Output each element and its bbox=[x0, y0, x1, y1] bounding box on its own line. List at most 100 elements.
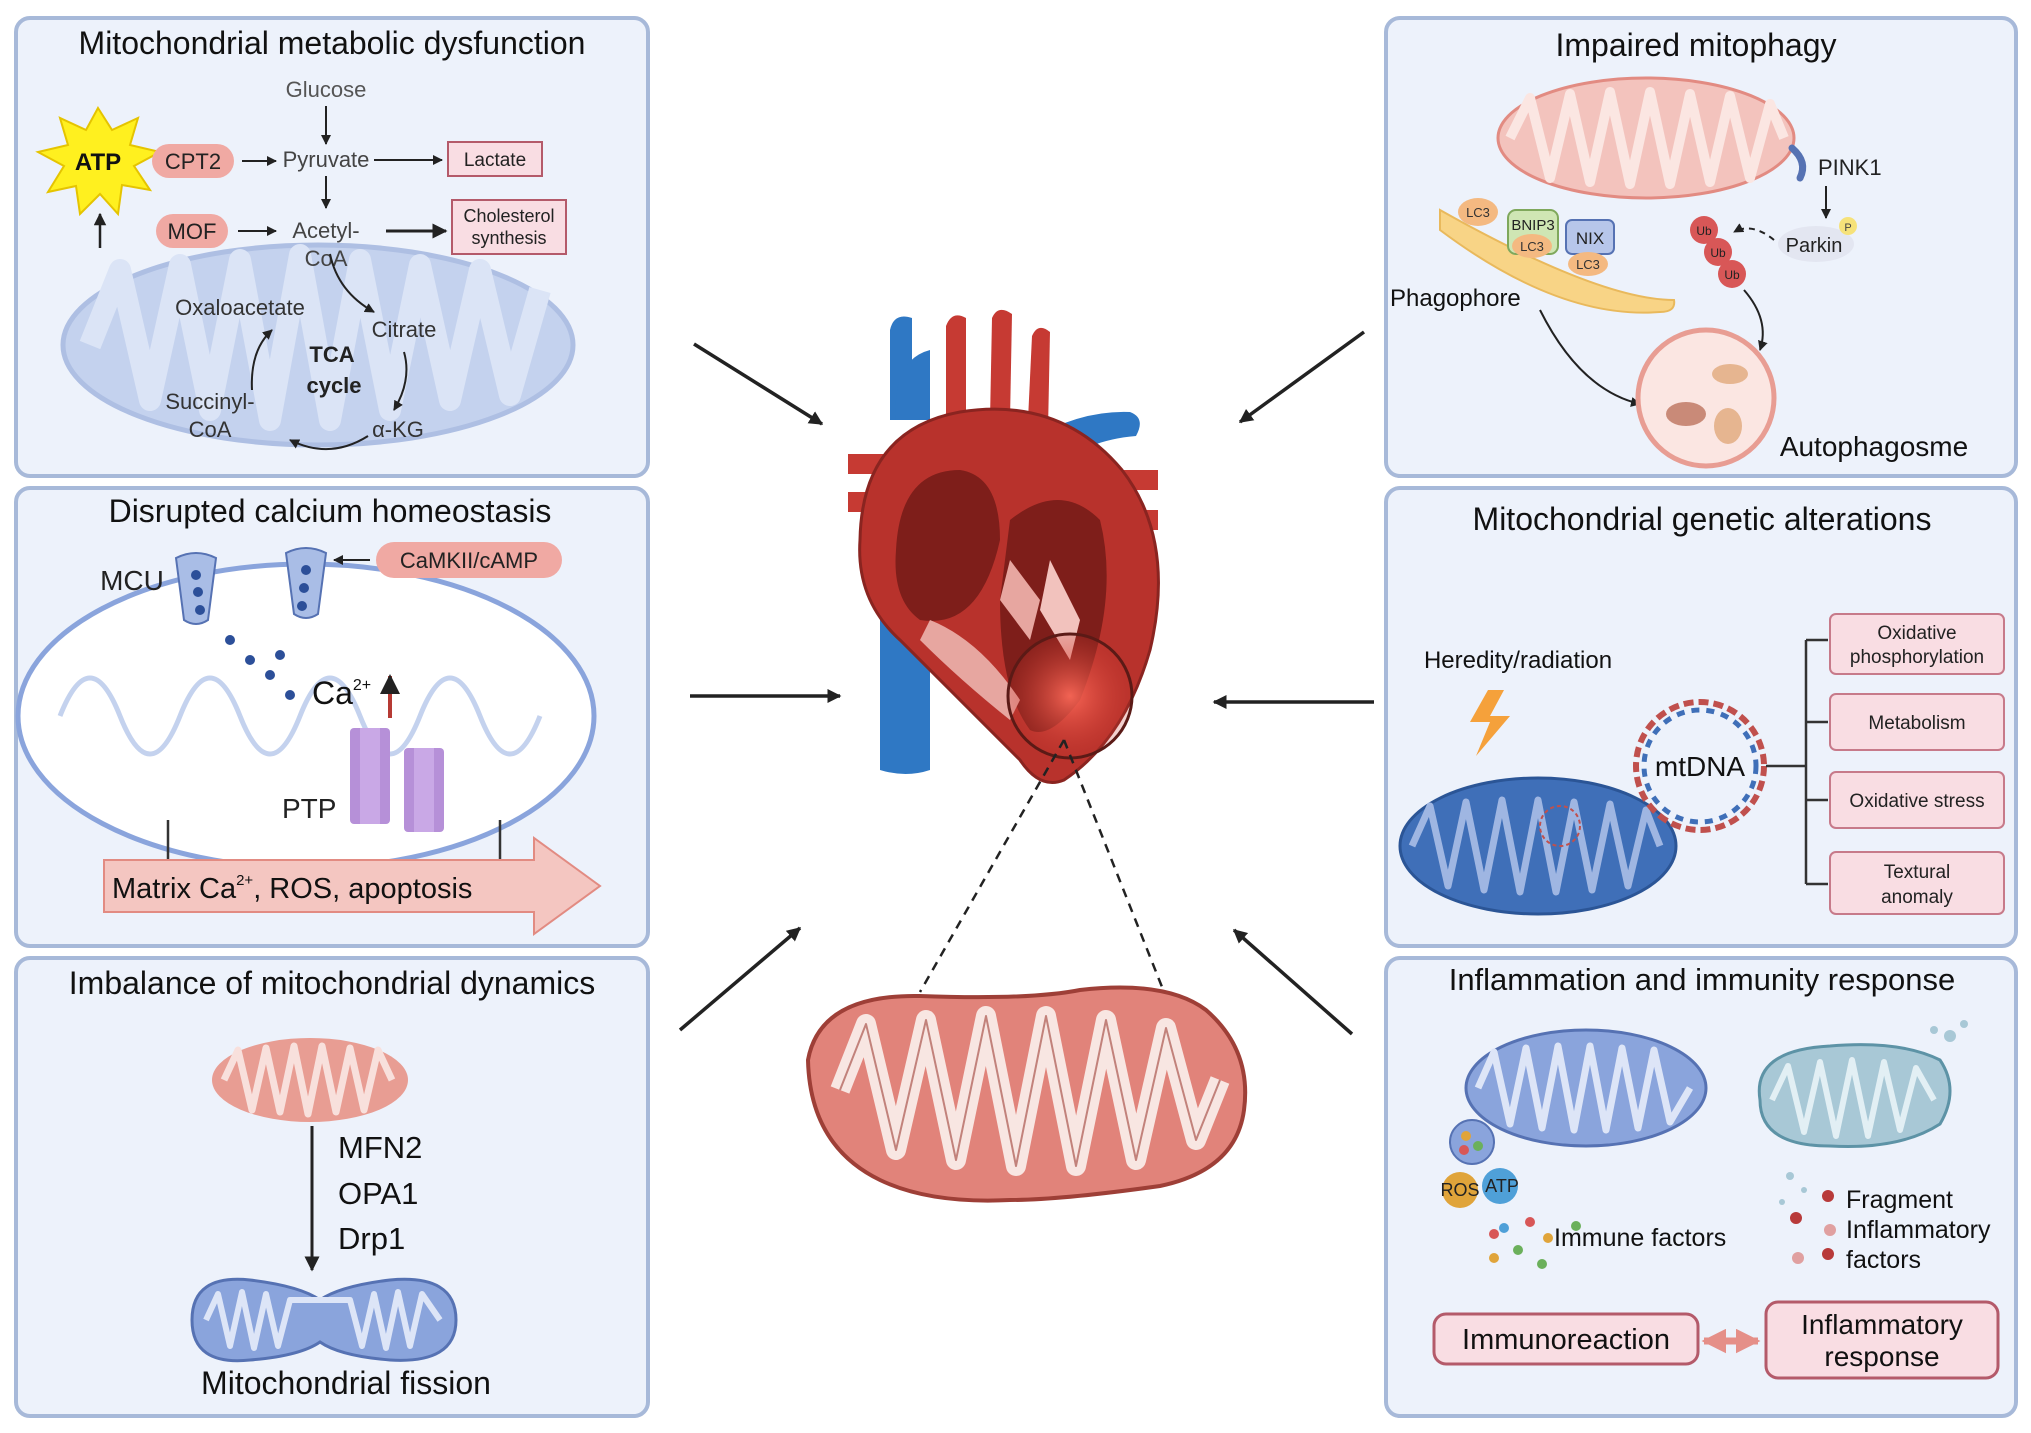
textural-anomaly-box bbox=[1829, 851, 2005, 915]
svg-text:Ub: Ub bbox=[1724, 268, 1740, 282]
panel-title: Impaired mitophagy bbox=[1555, 27, 1836, 63]
zoom-line-left bbox=[918, 739, 1066, 993]
immunoreaction-label: Immunoreaction bbox=[1462, 1324, 1670, 1356]
bnip3-label: BNIP3 bbox=[1511, 217, 1554, 234]
svg-text:LC3: LC3 bbox=[1466, 205, 1490, 220]
panel-title: Inflammation and immunity response bbox=[1449, 962, 1956, 997]
arrow-from-inflammation bbox=[1232, 928, 1354, 1036]
inflammatory-factors-label: Inflammatory bbox=[1846, 1216, 1991, 1244]
mitochondrion-red-icon bbox=[1496, 76, 1796, 200]
pink1-label: PINK1 bbox=[1818, 155, 1882, 180]
opa1-label: OPA1 bbox=[338, 1176, 418, 1211]
cpt2-pill bbox=[152, 144, 234, 178]
oxidative-stress-label: Oxidative stress bbox=[1849, 791, 1984, 812]
autophagosome-label: Autophagosme bbox=[1780, 431, 1968, 462]
mitochondrion-blue-icon bbox=[1398, 776, 1678, 916]
panel-inflammation-immunity: Inflammation and immunity response ROS A… bbox=[1384, 956, 2018, 1418]
ptp-label: PTP bbox=[282, 793, 336, 824]
matrix-arrow-icon bbox=[103, 836, 602, 936]
drp1-label: Drp1 bbox=[338, 1221, 405, 1256]
nix-label: NIX bbox=[1576, 229, 1604, 248]
panel-impaired-mitophagy: Impaired mitophagy PINK1 Parkin P Ub Ub … bbox=[1384, 16, 2018, 478]
inflammatory-response-label-2: response bbox=[1824, 1341, 1939, 1372]
mitochondrion-icon bbox=[60, 242, 576, 448]
tca-label: TCA bbox=[309, 342, 354, 367]
svg-text:Ub: Ub bbox=[1710, 246, 1726, 260]
mcu-label: MCU bbox=[100, 565, 164, 596]
heredity-label: Heredity/radiation bbox=[1424, 647, 1612, 674]
oxidative-stress-box bbox=[1829, 771, 2005, 829]
oxphos-box bbox=[1829, 613, 2005, 675]
mitochondrion-fission-icon bbox=[190, 1277, 458, 1363]
panel-title: Imbalance of mitochondrial dynamics bbox=[69, 965, 595, 1001]
phagophore-icon bbox=[1439, 208, 1676, 314]
cholesterol-box bbox=[451, 199, 567, 255]
highlight-circle-icon bbox=[1006, 632, 1134, 760]
inflammatory-factor-dots-icon bbox=[1790, 1190, 1836, 1264]
zoom-line-right bbox=[1062, 739, 1166, 993]
cholesterol-label-2: synthesis bbox=[471, 228, 546, 248]
atp-starburst-icon bbox=[35, 106, 163, 217]
lc3-icon bbox=[1568, 252, 1608, 276]
ros-label: ROS bbox=[1440, 1180, 1479, 1200]
citrate-label: Citrate bbox=[372, 317, 437, 342]
camkii-label: CaMKII/cAMP bbox=[400, 548, 538, 573]
camkii-pill bbox=[376, 542, 562, 578]
autophagosome-icon bbox=[1635, 327, 1777, 469]
textural-label-2: anomaly bbox=[1881, 887, 1953, 908]
arrow-from-metabolic bbox=[693, 342, 824, 426]
succinyl-coa-label: Succinyl- bbox=[165, 389, 254, 414]
damaged-mitochondrion-icon bbox=[1757, 1020, 1968, 1205]
lightning-icon bbox=[1470, 690, 1510, 756]
metabolism-box bbox=[1829, 693, 2005, 751]
pyruvate-label: Pyruvate bbox=[283, 147, 370, 172]
ubiquitin-chain-icon: Ub Ub Ub bbox=[1690, 216, 1746, 288]
fission-label: Mitochondrial fission bbox=[201, 1365, 491, 1401]
mof-pill bbox=[156, 214, 228, 248]
panel-genetic-alterations: Mitochondrial genetic alterations Heredi… bbox=[1384, 486, 2018, 948]
mitochondrion-blue-icon bbox=[1449, 1028, 1708, 1165]
immune-factors-label: Immune factors bbox=[1554, 1224, 1726, 1252]
oxphos-label: Oxidative bbox=[1877, 623, 1956, 644]
mtdna-label: mtDNA bbox=[1655, 751, 1746, 782]
panel-title: Mitochondrial metabolic dysfunction bbox=[79, 25, 586, 61]
immunoreaction-box bbox=[1432, 1312, 1700, 1366]
phospho-label: P bbox=[1844, 222, 1851, 234]
mof-label: MOF bbox=[168, 219, 217, 244]
pink1-icon bbox=[1788, 144, 1807, 182]
succinyl-coa-label-2: CoA bbox=[189, 417, 232, 442]
parkin-label: Parkin bbox=[1786, 235, 1843, 257]
oxaloacetate-label: Oxaloacetate bbox=[175, 295, 305, 320]
arrow-from-dynamics bbox=[678, 926, 802, 1032]
metabolism-label: Metabolism bbox=[1868, 713, 1965, 734]
phagophore-label: Phagophore bbox=[1390, 285, 1521, 312]
immune-factor-dots-icon bbox=[1489, 1217, 1581, 1269]
calcium-label: Ca2+ bbox=[312, 675, 371, 711]
cholesterol-label: Cholesterol bbox=[463, 206, 554, 226]
heart-cross-section-icon bbox=[848, 309, 1160, 784]
fragment-label: Fragment bbox=[1846, 1186, 1953, 1214]
panel-mitochondrial-dynamics: Imbalance of mitochondrial dynamics MFN2… bbox=[14, 956, 650, 1418]
inflammatory-response-label: Inflammatory bbox=[1801, 1309, 1963, 1340]
acetyl-coa-label-2: CoA bbox=[305, 246, 348, 271]
glucose-label: Glucose bbox=[286, 77, 367, 102]
matrix-label: Matrix Ca2+, ROS, apoptosis bbox=[112, 872, 472, 905]
parkin-icon bbox=[1778, 226, 1854, 262]
atp-label: ATP bbox=[75, 149, 121, 176]
lc3-icon bbox=[1458, 198, 1498, 226]
inflammatory-response-box bbox=[1764, 1300, 2000, 1380]
atp-label: ATP bbox=[1485, 1176, 1519, 1196]
inflammatory-factors-label-2: factors bbox=[1846, 1246, 1921, 1274]
atp-icon bbox=[1482, 1168, 1518, 1204]
svg-text:Ub: Ub bbox=[1696, 224, 1712, 238]
lactate-box bbox=[447, 141, 543, 177]
tca-label-2: cycle bbox=[306, 373, 361, 398]
panel-title: Disrupted calcium homeostasis bbox=[109, 493, 552, 529]
acetyl-coa-label: Acetyl- bbox=[292, 218, 359, 243]
alpha-kg-label: α-KG bbox=[372, 417, 424, 442]
svg-text:LC3: LC3 bbox=[1576, 257, 1600, 272]
panel-metabolic-dysfunction: Mitochondrial metabolic dysfunction ATP … bbox=[14, 16, 650, 478]
cpt2-label: CPT2 bbox=[165, 149, 221, 174]
ptp-channel-icon bbox=[350, 728, 444, 832]
